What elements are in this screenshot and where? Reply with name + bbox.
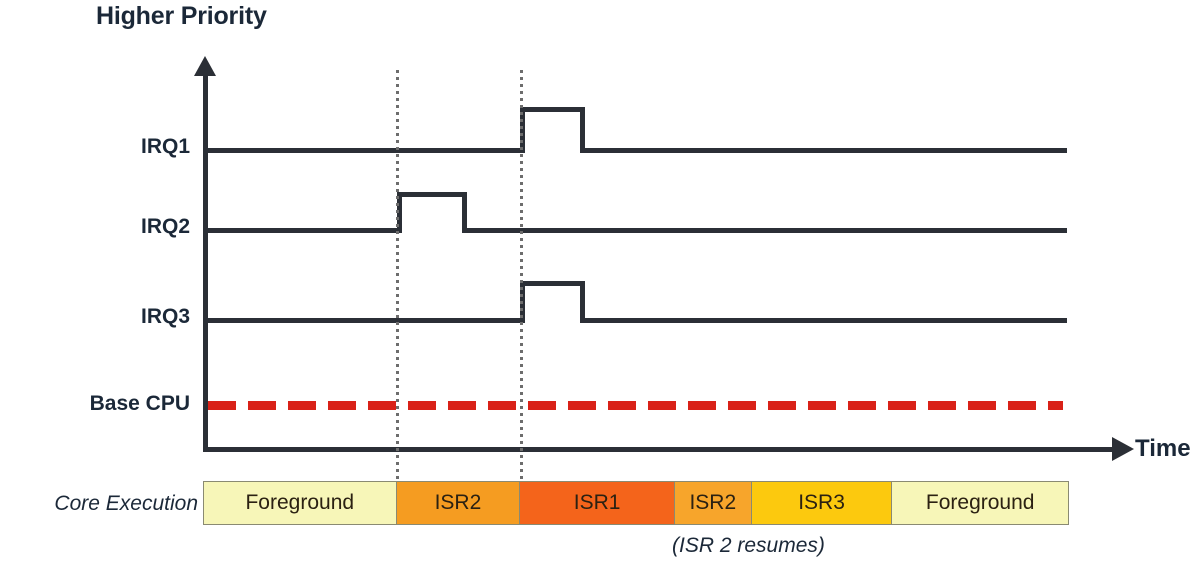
guide-line-1 xyxy=(396,70,399,495)
irq3-falling-edge xyxy=(580,281,585,323)
irq3-trace-high xyxy=(520,281,585,286)
time-axis xyxy=(203,447,1116,452)
irq2-trace-low-left xyxy=(208,228,397,233)
base-cpu-dashed-line xyxy=(208,401,1063,410)
priority-axis xyxy=(203,72,208,450)
exec-segment: ISR3 xyxy=(751,482,893,524)
irq1-trace-high xyxy=(520,107,585,112)
exec-segment: ISR1 xyxy=(520,482,675,524)
core-execution-label: Core Execution xyxy=(54,492,198,515)
exec-segment: Foreground xyxy=(204,482,397,524)
irq1-falling-edge xyxy=(580,107,585,153)
irq2-trace-low-right xyxy=(462,228,1067,233)
exec-segment: ISR2 xyxy=(396,482,521,524)
signal-label-base-cpu: Base CPU xyxy=(89,392,190,415)
signal-label-irq3: IRQ3 xyxy=(140,305,190,328)
exec-segment: Foreground xyxy=(892,482,1068,524)
irq2-falling-edge xyxy=(462,192,467,233)
exec-segment: ISR2 xyxy=(674,482,752,524)
time-axis-label: Time xyxy=(1135,435,1191,462)
irq1-trace-low-left xyxy=(208,148,520,153)
priority-axis-arrow-icon xyxy=(194,56,216,76)
irq3-trace-low-right xyxy=(580,318,1067,323)
core-execution-bar: Foreground ISR2 ISR1 ISR2 ISR3 Foregroun… xyxy=(203,481,1069,525)
isr2-resume-annotation: (ISR 2 resumes) xyxy=(672,534,825,557)
signal-label-irq2: IRQ2 xyxy=(140,215,190,238)
irq3-trace-low-left xyxy=(208,318,520,323)
page-title: Higher Priority xyxy=(96,2,267,30)
irq2-rising-edge xyxy=(397,192,402,233)
irq1-trace-low-right xyxy=(580,148,1067,153)
signal-label-irq1: IRQ1 xyxy=(140,135,190,158)
time-axis-arrow-icon xyxy=(1112,437,1134,461)
guide-line-2 xyxy=(520,70,523,495)
irq2-trace-high xyxy=(397,192,467,197)
